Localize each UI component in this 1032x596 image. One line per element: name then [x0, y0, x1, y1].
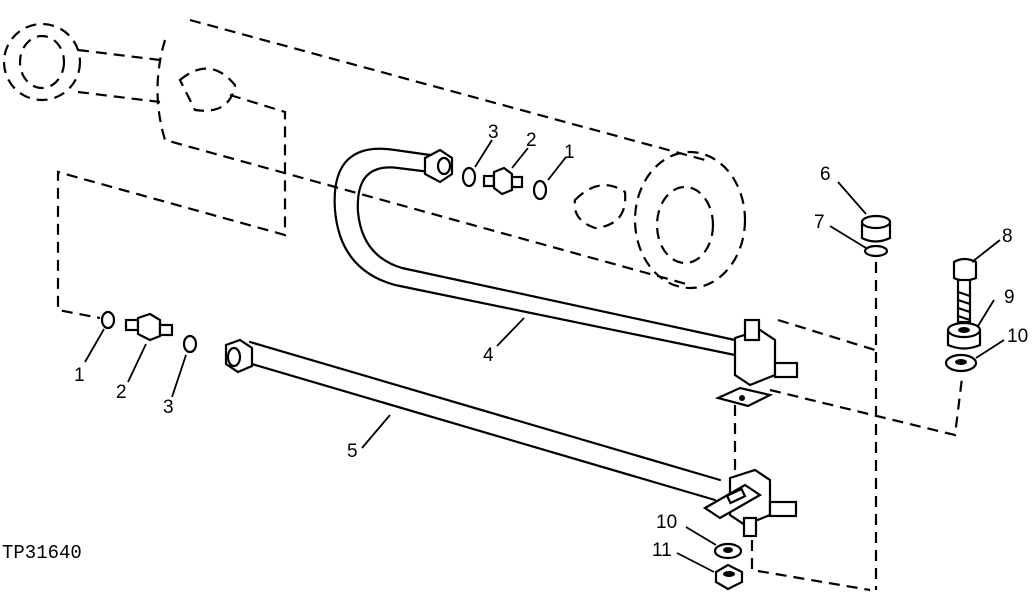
connector-2-left [124, 312, 174, 342]
callout-2-top: 2 [526, 130, 537, 151]
spacer-9 [946, 321, 982, 350]
callout-1-left: 1 [74, 365, 85, 386]
callout-leaders [84, 139, 1005, 573]
cylinder-phantom [2, 18, 747, 320]
callout-6: 6 [820, 164, 831, 185]
connector-2-top [482, 166, 524, 196]
callout-11: 11 [652, 540, 672, 561]
callout-8: 8 [1002, 226, 1013, 247]
callout-labels: 3 2 1 1 2 3 4 5 6 7 8 9 10 10 11 [74, 122, 1028, 561]
cap-6 [860, 214, 892, 243]
nut-11 [714, 563, 744, 591]
washer-10-right [944, 353, 978, 373]
callout-3-top: 3 [488, 122, 499, 143]
callout-7: 7 [814, 212, 825, 233]
callout-3-left: 3 [163, 397, 174, 418]
callout-4: 4 [483, 345, 494, 366]
figure-code: TP31640 [2, 542, 82, 564]
callout-2-left: 2 [116, 382, 127, 403]
callout-10-bottom: 10 [656, 512, 677, 533]
o-ring-3-top [461, 166, 477, 188]
upper-tee-block [714, 318, 799, 408]
o-ring-1-top [532, 179, 548, 201]
hydraulic-line-5 [224, 338, 722, 502]
left-fitting-group [100, 310, 198, 354]
washer-10-bottom [713, 542, 743, 560]
o-ring-1-left [100, 310, 116, 330]
lower-tee-block [702, 468, 798, 538]
hydraulic-line-4 [333, 147, 737, 357]
o-ring-3-left [182, 334, 198, 354]
bolt-8 [952, 257, 978, 324]
top-fitting-group [461, 166, 548, 201]
seal-7 [863, 244, 889, 258]
callout-10-right: 10 [1007, 326, 1028, 347]
callout-5: 5 [347, 441, 358, 462]
callout-1-top: 1 [564, 142, 575, 163]
callout-9: 9 [1004, 287, 1015, 308]
assembly-dash-lines [733, 262, 964, 592]
